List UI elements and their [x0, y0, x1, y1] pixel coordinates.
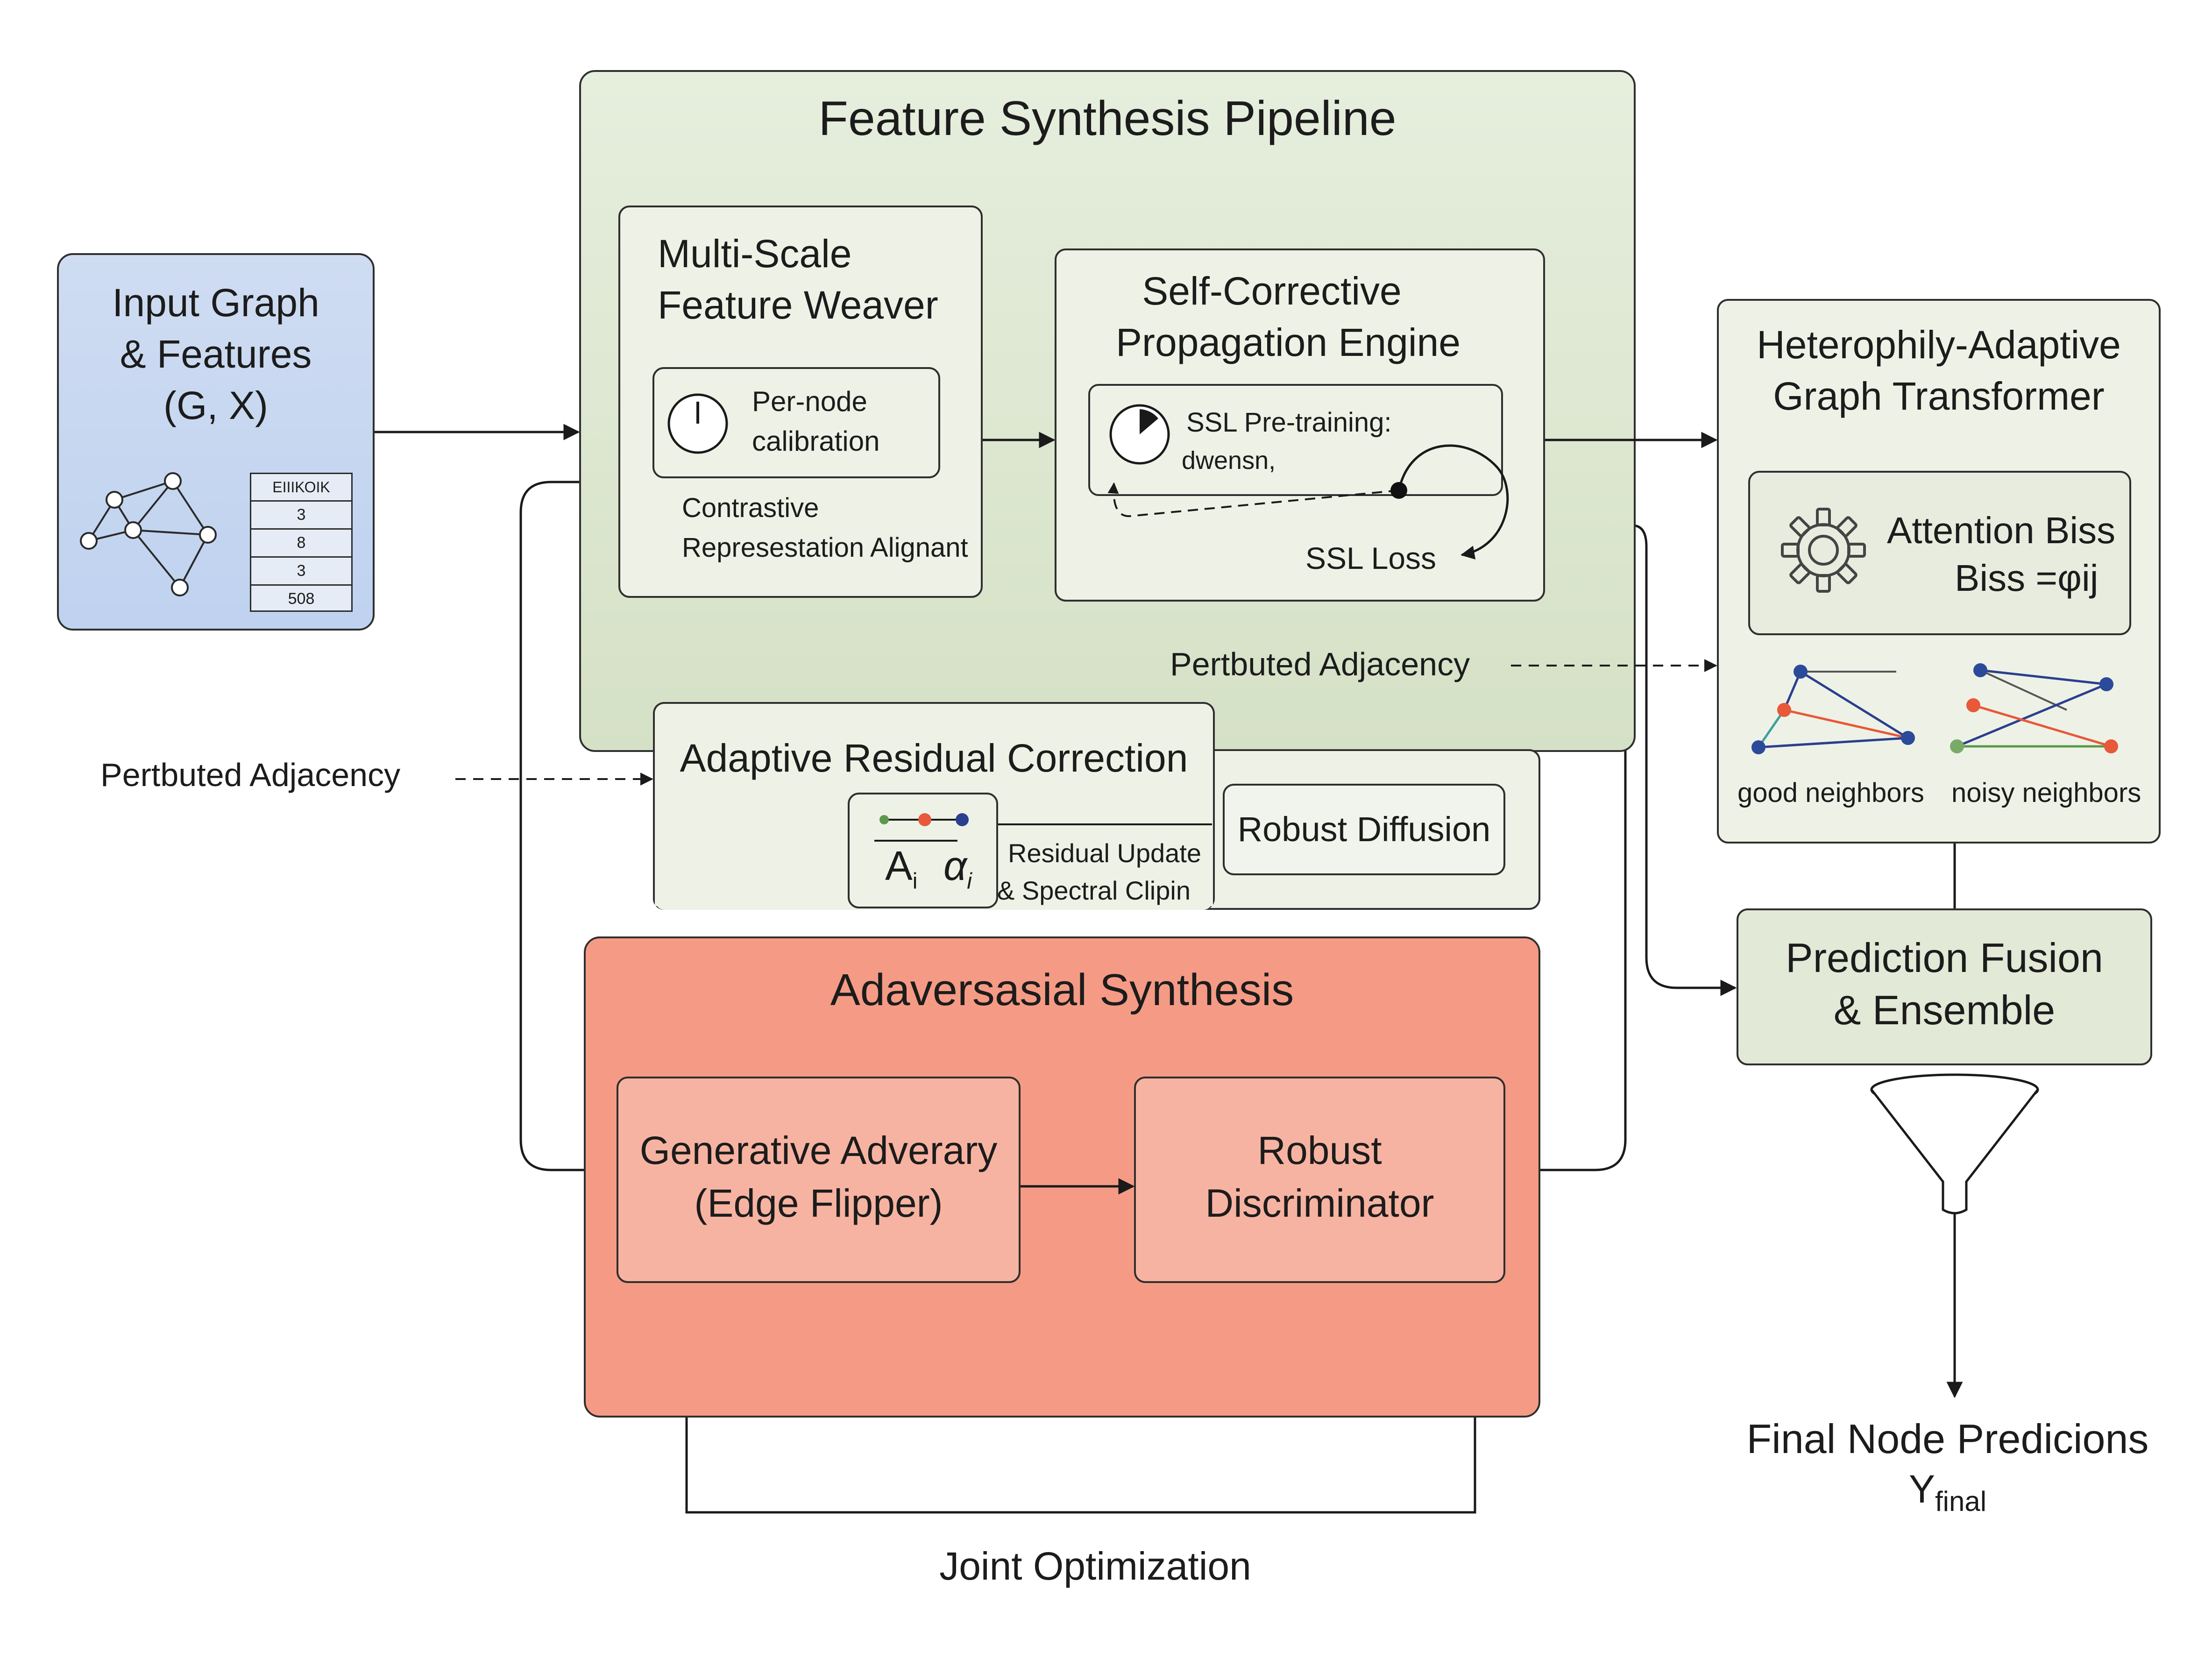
edge-flipper-box — [617, 1077, 1021, 1283]
ssl-loss-label: SSL Loss — [1305, 541, 1437, 575]
feedback-loop-left — [519, 481, 617, 1171]
feature-table-cell: 3 — [251, 502, 351, 530]
contrastive-line1: Contrastive — [682, 493, 819, 523]
feature-table-cell: 508 — [288, 589, 315, 608]
input-title-line3: (G, X) — [163, 383, 268, 427]
prediction-fusion-box — [1737, 908, 2152, 1065]
final-predictions-line2: Yfinal — [1908, 1467, 1987, 1517]
input-title-line2: & Features — [120, 332, 312, 376]
feature-table: ΕΙΙΙΚΟΙΚ 3 8 3 508 — [250, 473, 353, 612]
residual-update-line2: & Spectral Clipin — [997, 876, 1191, 905]
engine-title-line2: Propagation Engine — [1116, 320, 1460, 364]
residual-title: Adaptive Residual Correction — [680, 736, 1188, 780]
pipeline-title: Feature Synthesis Pipeline — [818, 92, 1397, 146]
contrastive-line2: Represestation Alignant — [682, 532, 968, 563]
per-node-calibration-box — [652, 367, 940, 478]
perturbed-adjacency-left: Pertbuted Adjacency — [100, 757, 401, 793]
good-neighbors-label: good neighbors — [1737, 778, 1924, 808]
weaver-title-line2: Feature Weaver — [658, 283, 938, 327]
robust-diffusion-box: Robust Diffusion — [1223, 784, 1505, 875]
ssl-line1: SSL Pre-training: — [1186, 407, 1392, 438]
residual-update-line1: Residual Update — [1008, 838, 1202, 868]
discriminator-line2: Discriminator — [1205, 1181, 1434, 1225]
transformer-title-line2: Graph Transformer — [1773, 374, 2105, 418]
formula-a: Ai — [885, 843, 918, 894]
calibration-line1: Per-node — [752, 386, 867, 417]
fusion-title-line2: & Ensemble — [1833, 987, 2056, 1033]
formula-alpha: αi — [943, 843, 972, 894]
ssl-pretraining-box — [1088, 384, 1503, 496]
robust-discriminator-box — [1134, 1077, 1505, 1283]
attention-line1: Attention Biss — [1887, 510, 2116, 551]
feature-table-cell: ΕΙΙΙΚΟΙΚ — [251, 474, 351, 502]
calibration-line2: calibration — [752, 425, 880, 457]
generator-line2: (Edge Flipper) — [694, 1181, 943, 1225]
attention-line2: Biss =φij — [1955, 557, 2099, 599]
ssl-line2: dwensn, — [1182, 447, 1276, 475]
discriminator-line1: Robust — [1257, 1128, 1382, 1172]
weaver-title-line1: Multi-Scale — [658, 232, 852, 276]
joint-optimization-label: Joint Optimization — [939, 1544, 1251, 1588]
noisy-neighbors-label: noisy neighbors — [1951, 778, 2141, 808]
engine-title-line1: Self-Corrective — [1142, 269, 1402, 313]
engine-to-fusion-arrow — [1632, 524, 1737, 996]
perturbed-adjacency-right: Pertbuted Adjacency — [1170, 646, 1470, 682]
adversarial-title: Adaversasial Synthesis — [830, 965, 1294, 1015]
residual-formula-box — [848, 793, 998, 908]
generator-line1: Generative Adverary — [639, 1128, 998, 1172]
feature-table-cell: 8 — [251, 530, 351, 558]
robust-diffusion-label: Robust Diffusion — [1237, 809, 1491, 849]
feature-table-cell: 3 — [251, 558, 351, 586]
joint-optimization-bracket — [685, 1415, 1476, 1514]
transformer-title-line1: Heterophily-Adaptive — [1757, 323, 2121, 367]
fusion-title-line1: Prediction Fusion — [1786, 935, 2103, 981]
final-predictions-line1: Final Node Predicions — [1746, 1416, 2149, 1462]
input-title-line1: Input Graph — [112, 281, 319, 325]
attention-bias-box — [1748, 471, 2131, 635]
